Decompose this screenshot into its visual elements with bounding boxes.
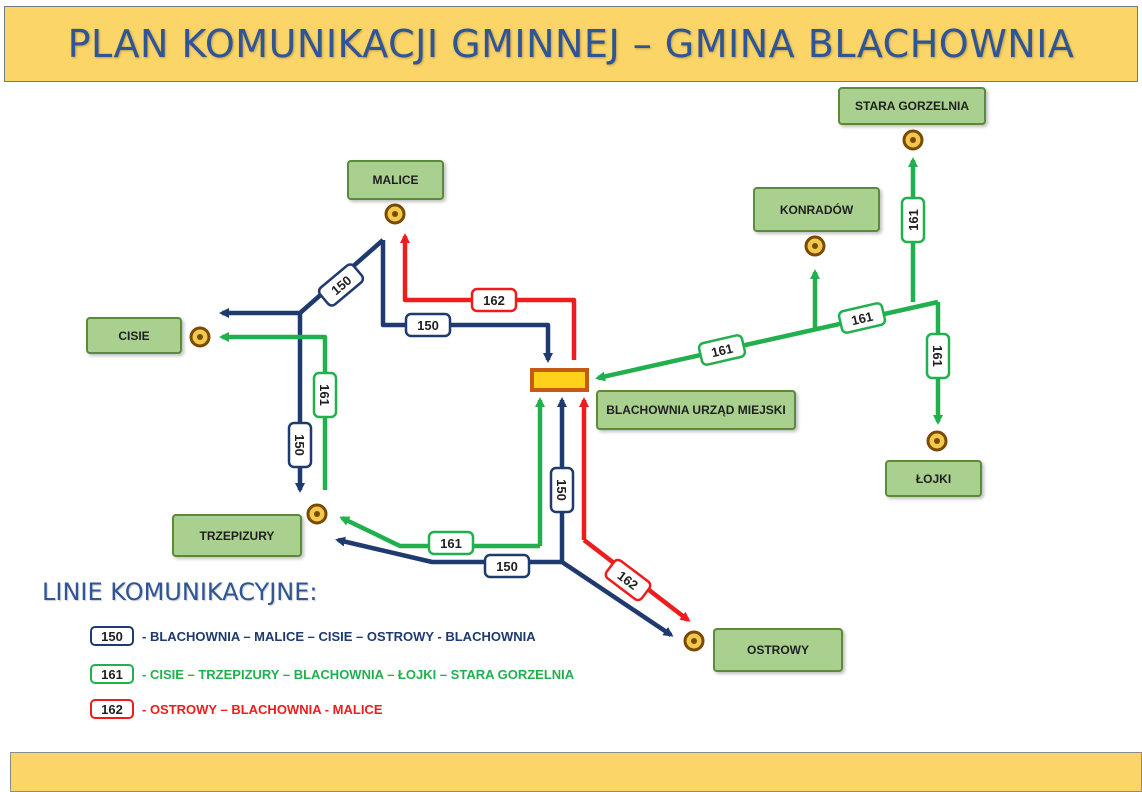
badge-161-lojki-label: 161 — [930, 345, 945, 367]
stop-label-lojki: ŁOJKI — [885, 460, 982, 497]
legend-badge-162: 162 — [90, 699, 134, 719]
title-banner: PLAN KOMUNIKACJI GMINNEJ – GMINA BLACHOW… — [4, 6, 1138, 82]
stop-marker-ostrowy — [683, 630, 705, 652]
stop-label-malice: MALICE — [347, 160, 444, 200]
badge-150-vertical-south: 150 — [549, 466, 575, 514]
badge-162-top: 162 — [470, 287, 518, 313]
route-161-to-blachownia — [595, 299, 939, 382]
route-161-to-trzepizury — [339, 515, 540, 549]
legend-text-162: - OSTROWY – BLACHOWNIA - MALICE — [142, 701, 383, 717]
route-150-to-ostrowy — [560, 560, 674, 637]
stop-marker-stara-gorzelnia — [902, 129, 924, 151]
stop-marker-cisie — [189, 326, 211, 348]
badge-161-vertical-west-label: 161 — [317, 384, 332, 406]
badge-150-diagonal: 150 — [317, 263, 365, 307]
badge-161-north-label: 161 — [906, 209, 921, 231]
stop-label-stara-gorzelnia: STARA GORZELNIA — [838, 87, 986, 125]
legend-text-150: - BLACHOWNIA – MALICE – CISIE – OSTROWY … — [142, 628, 536, 644]
badge-161-east-1-label: 161 — [710, 341, 735, 360]
legend-badge-150: 150 — [90, 626, 134, 646]
stop-marker-blachownia — [530, 368, 589, 392]
stop-marker-trzepizury — [306, 503, 328, 525]
stop-marker-konradow — [804, 235, 826, 257]
badge-150-horizontal: 150 — [404, 312, 452, 338]
badge-161-north: 161 — [900, 196, 926, 244]
stop-label-cisie: CISIE — [86, 317, 182, 354]
badge-161-east-2: 161 — [837, 302, 887, 334]
badge-150-bottom: 150 — [483, 553, 531, 579]
legend-item-162: 162 - OSTROWY – BLACHOWNIA - MALICE — [90, 699, 383, 719]
legend-title: LINIE KOMUNIKACYJNE: — [42, 578, 318, 606]
route-150-malice-blachownia — [380, 240, 553, 363]
stop-label-trzepizury: TRZEPIZURY — [172, 514, 302, 557]
stop-marker-lojki — [926, 430, 948, 452]
badge-150-horizontal-label: 150 — [417, 318, 439, 333]
badge-150-vertical-south-label: 150 — [554, 479, 569, 501]
badge-161-vertical-west: 161 — [312, 371, 338, 419]
badge-150-vertical-west-label: 150 — [292, 434, 307, 456]
footer-banner — [10, 752, 1142, 792]
route-161-cisie — [219, 332, 328, 490]
route-badges: 150 150 150 150 150 161 161 161 — [287, 196, 951, 602]
badge-161-bottom-label: 161 — [440, 536, 462, 551]
legend-item-150: 150 - BLACHOWNIA – MALICE – CISIE – OSTR… — [90, 626, 536, 646]
badge-161-lojki: 161 — [925, 332, 951, 380]
badge-150-vertical-west: 150 — [287, 421, 313, 469]
stop-label-ostrowy: OSTROWY — [713, 628, 843, 672]
stop-marker-malice — [384, 203, 406, 225]
badge-162-top-label: 162 — [483, 293, 505, 308]
badge-161-east-1: 161 — [697, 334, 747, 366]
stop-markers — [189, 129, 948, 652]
badge-161-east-2-label: 161 — [850, 309, 875, 328]
legend-text-161: - CISIE – TRZEPIZURY – BLACHOWNIA – ŁOJK… — [142, 666, 575, 682]
page-title: PLAN KOMUNIKACJI GMINNEJ – GMINA BLACHOW… — [67, 22, 1075, 66]
legend-badge-161: 161 — [90, 664, 134, 684]
legend-item-161: 161 - CISIE – TRZEPIZURY – BLACHOWNIA – … — [90, 664, 574, 684]
badge-150-bottom-label: 150 — [496, 559, 518, 574]
stop-label-konradow: KONRADÓW — [753, 187, 880, 232]
stop-label-blachownia: BLACHOWNIA URZĄD MIEJSKI — [596, 390, 796, 430]
badge-161-bottom: 161 — [427, 530, 475, 556]
